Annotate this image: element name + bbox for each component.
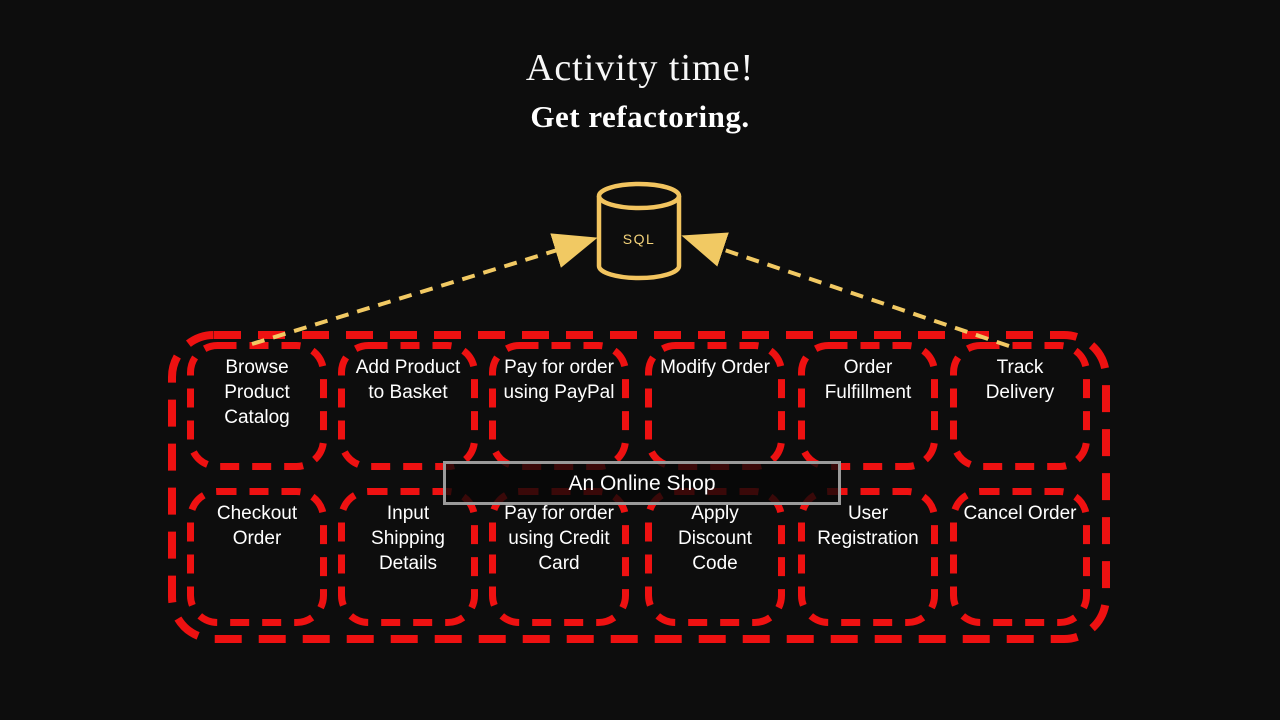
use-case-box: Pay for order using PayPal (488, 341, 630, 471)
use-case-label: Cancel Order (963, 503, 1077, 524)
use-case-label: Input Shipping Details (371, 503, 445, 574)
use-case-label: Browse Product Catalog (224, 357, 290, 428)
use-case-box: User Registration (797, 487, 939, 627)
use-case-outline (798, 488, 938, 626)
sql-database: SQL (593, 180, 685, 288)
use-case-box: Input Shipping Details (337, 487, 479, 627)
database-cylinder-icon (596, 181, 682, 281)
slide-subtitle: Get refactoring. (530, 99, 750, 134)
use-case-outline (187, 488, 327, 626)
use-case-outline (950, 342, 1090, 470)
use-case-label: Modify Order (660, 357, 770, 378)
use-case-box: Modify Order (644, 341, 786, 471)
online-shop-box: An Online Shop (443, 461, 841, 505)
cluster-outline (168, 331, 1110, 643)
use-case-label: User Registration (817, 503, 919, 549)
use-case-box: Order Fulfillment (797, 341, 939, 471)
use-case-label: Add Product to Basket (355, 357, 461, 403)
use-case-box: Pay for order using Credit Card (488, 487, 630, 627)
use-case-outline (338, 488, 478, 626)
online-shop-label: An Online Shop (568, 471, 716, 495)
use-case-box: Browse Product Catalog (186, 341, 328, 471)
use-case-label: Pay for order using PayPal (503, 357, 615, 403)
use-case-label: Track Delivery (985, 357, 1055, 403)
use-case-label: Checkout Order (216, 503, 298, 549)
use-case-outline (950, 488, 1090, 626)
use-case-cluster: Browse Product Catalog Add Product to Ba… (167, 330, 1111, 644)
use-case-label: Apply Discount Code (678, 503, 752, 574)
use-case-label: Pay for order using Credit Card (504, 503, 614, 574)
use-case-box: Cancel Order (949, 487, 1091, 627)
use-case-box: Apply Discount Code (644, 487, 786, 627)
use-case-box: Add Product to Basket (337, 341, 479, 471)
database-label: SQL (622, 231, 656, 247)
arrow-left-to-sql-icon (251, 233, 598, 346)
use-case-box: Track Delivery (949, 341, 1091, 471)
use-case-box: Checkout Order (186, 487, 328, 627)
slide-title: Activity time! (525, 47, 755, 89)
use-case-label: Order Fulfillment (824, 357, 912, 403)
